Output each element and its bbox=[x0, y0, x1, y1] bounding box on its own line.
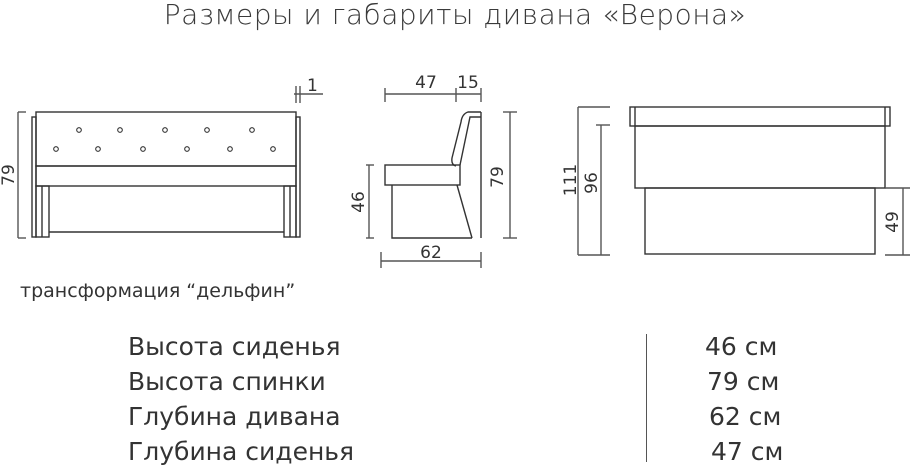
seat-height-label: 46 bbox=[349, 191, 369, 213]
spec-value-seat-depth: 47 см bbox=[711, 437, 784, 466]
front-height-label: 79 bbox=[0, 164, 19, 186]
seat-depth-label: 47 bbox=[415, 73, 437, 93]
transformation-note: трансформация “дельфин” bbox=[20, 280, 296, 302]
spec-divider bbox=[646, 334, 647, 462]
back-depth-label: 15 bbox=[457, 73, 479, 93]
spec-value-back-height: 79 см bbox=[707, 367, 780, 396]
spec-label-seat-depth: Глубина сиденья bbox=[128, 437, 355, 466]
spec-label-seat-height: Высота сиденья bbox=[128, 332, 341, 361]
front-view-drawing bbox=[17, 86, 323, 239]
page-title: Размеры и габариты дивана «Верона» bbox=[163, 0, 747, 31]
spec-label-sofa-depth: Глубина дивана bbox=[128, 402, 341, 431]
dimension-drawings: 79 1 47 15 46 79 62 111 96 49 bbox=[0, 73, 910, 268]
unfolded-view-drawing bbox=[577, 106, 910, 256]
bed-height-label: 49 bbox=[883, 211, 903, 233]
unfolded-outer-height-label: 111 bbox=[561, 164, 581, 196]
unfolded-inner-height-label: 96 bbox=[582, 172, 602, 194]
total-depth-label: 62 bbox=[420, 243, 442, 263]
spec-value-seat-height: 46 см bbox=[705, 332, 778, 361]
armrest-width-label: 1 bbox=[307, 76, 318, 96]
spec-value-sofa-depth: 62 см bbox=[709, 402, 782, 431]
side-view-drawing bbox=[366, 88, 517, 268]
side-total-height-label: 79 bbox=[488, 166, 508, 188]
spec-label-back-height: Высота спинки bbox=[128, 367, 326, 396]
